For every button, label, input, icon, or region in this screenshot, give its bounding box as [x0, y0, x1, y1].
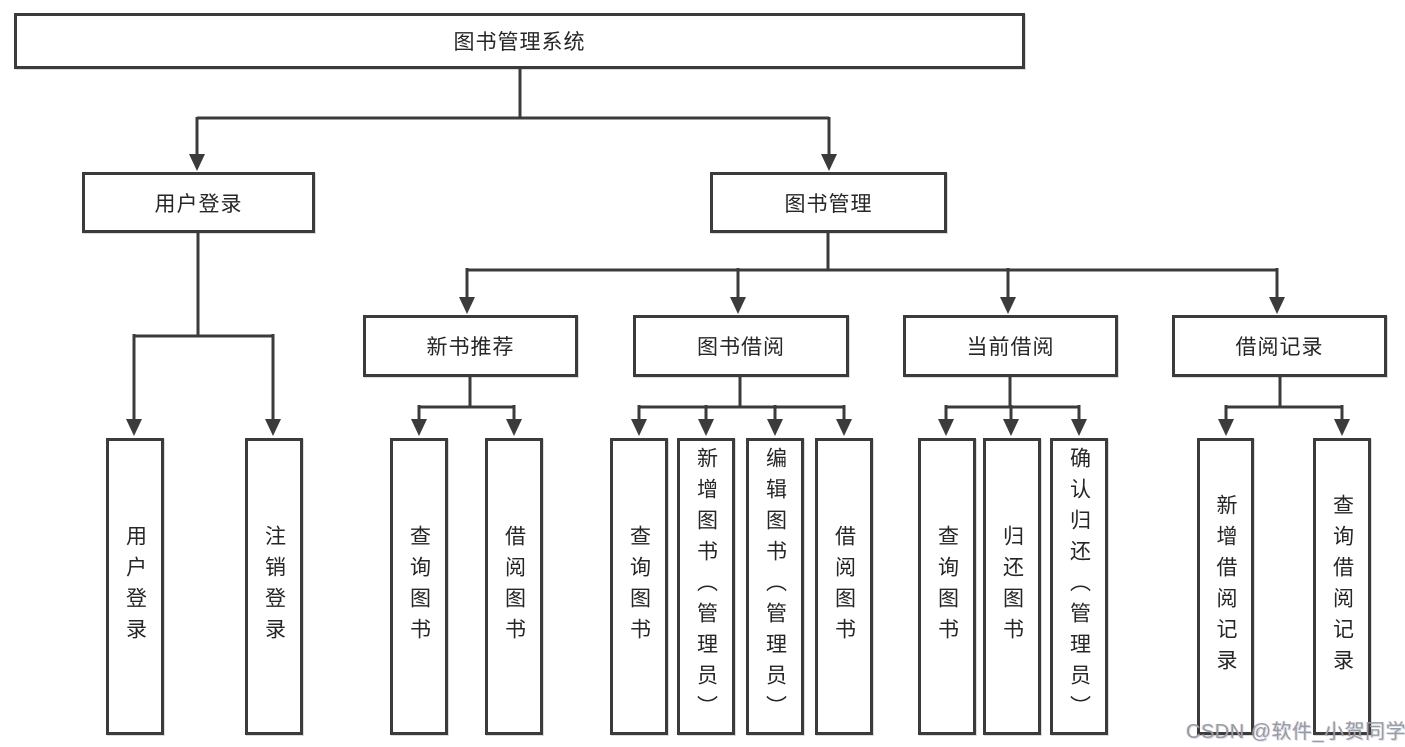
arrow-icon [938, 419, 954, 436]
arrow-icon [1334, 419, 1350, 436]
arrowheads [126, 154, 1350, 436]
leaf-borrow-books-1: 借阅图书 [485, 438, 543, 735]
connector-root-to-level2 [195, 69, 831, 156]
leaf-label: 注销登录 [262, 524, 286, 649]
node-new-book-recommend: 新书推荐 [363, 315, 578, 377]
leaf-query-books-2: 查询图书 [610, 438, 668, 735]
leaf-label: 归还图书 [1000, 524, 1024, 649]
node-book-management: 图书管理 [710, 172, 947, 233]
leaf-borrow-books-2: 借阅图书 [815, 438, 873, 735]
connector-bookmgmt-to-level3 [465, 233, 1279, 299]
connector-borrowrecords-to-leaves [1224, 377, 1344, 421]
leaf-logout: 注销登录 [245, 438, 303, 735]
connector-bookborrow-to-leaves [637, 377, 846, 421]
leaf-edit-books-admin: 编辑图书（管理员） [746, 438, 804, 735]
leaf-label: 查询图书 [935, 524, 959, 649]
node-current-borrow: 当前借阅 [903, 315, 1118, 377]
leaf-label: 新增图书（管理员） [694, 447, 718, 726]
csdn-watermark: CSDN @软件_小贺同学 [1186, 721, 1405, 743]
arrow-icon [730, 297, 746, 314]
arrow-icon [1000, 297, 1016, 314]
arrow-icon [126, 419, 142, 436]
leaf-add-books-admin: 新增图书（管理员） [677, 438, 735, 735]
connector-userlogin-to-leaves [132, 233, 275, 421]
leaf-label: 确认归还（管理员） [1067, 447, 1091, 726]
leaf-add-borrow-record: 新增借阅记录 [1197, 438, 1254, 735]
leaf-user-login: 用户登录 [106, 438, 164, 735]
arrow-icon [821, 154, 837, 171]
leaf-label: 新增借阅记录 [1214, 493, 1237, 680]
connector-currentborrow-to-leaves [944, 377, 1081, 421]
node-borrow-records: 借阅记录 [1172, 315, 1387, 377]
arrow-icon [265, 419, 281, 436]
arrow-icon [1071, 419, 1087, 436]
arrow-icon [698, 419, 714, 436]
arrow-icon [189, 154, 205, 171]
leaf-label: 查询图书 [627, 524, 651, 649]
leaf-return-books: 归还图书 [983, 438, 1041, 735]
leaf-query-books-3: 查询图书 [918, 438, 976, 735]
arrow-icon [631, 419, 647, 436]
arrow-icon [1269, 297, 1285, 314]
arrow-icon [459, 297, 475, 314]
leaf-label: 查询借阅记录 [1330, 493, 1354, 680]
leaf-label: 借阅图书 [832, 524, 856, 649]
arrow-icon [411, 419, 427, 436]
leaf-label: 编辑图书（管理员） [763, 447, 787, 726]
arrow-icon [1218, 419, 1234, 436]
leaf-label: 用户登录 [123, 524, 147, 649]
arrow-icon [836, 419, 852, 436]
leaf-confirm-return-admin: 确认归还（管理员） [1050, 438, 1108, 735]
node-user-login: 用户登录 [82, 172, 315, 233]
leaf-label: 查询图书 [407, 524, 431, 649]
leaf-label: 借阅图书 [502, 524, 526, 649]
node-root: 图书管理系统 [14, 13, 1025, 69]
arrow-icon [506, 419, 522, 436]
leaf-query-books-1: 查询图书 [390, 438, 448, 735]
arrow-icon [767, 419, 783, 436]
node-book-borrow: 图书借阅 [633, 315, 849, 377]
leaf-query-borrow-record: 查询借阅记录 [1313, 438, 1371, 735]
arrow-icon [1003, 419, 1019, 436]
connector-newbooks-to-leaves [417, 377, 516, 421]
